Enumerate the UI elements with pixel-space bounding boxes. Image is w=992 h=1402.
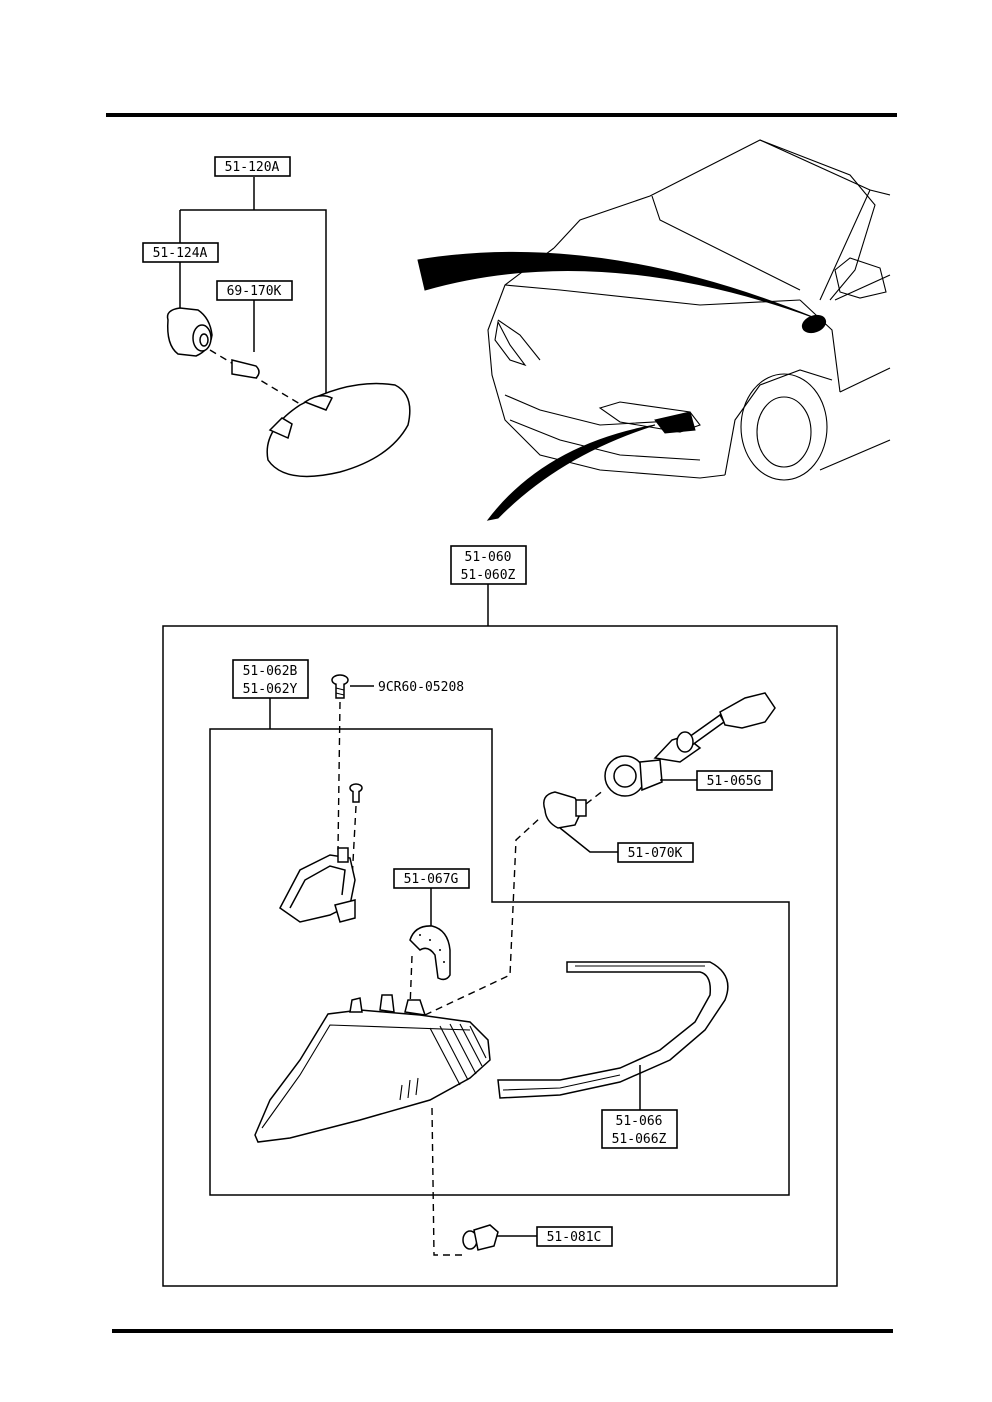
connector-icon [653, 692, 776, 763]
svg-text:51-060Z: 51-060Z [461, 568, 516, 583]
car-front-icon [417, 139, 891, 521]
svg-text:51-062B: 51-062B [243, 664, 298, 679]
side-marker-group: 51-120A 51-124A 69-170K [142, 156, 411, 478]
socket-icon [604, 755, 663, 797]
side-marker-lamp-icon [266, 382, 411, 478]
label-clip: 51-081C [536, 1226, 613, 1247]
front-combination-lamp-icon [254, 994, 491, 1143]
label-packing: 51-067G [393, 868, 470, 889]
svg-text:51-062Y: 51-062Y [243, 682, 298, 697]
assy-frame [162, 625, 838, 1287]
bulb-icon [543, 791, 587, 829]
label-screw: 9CR60-05208 [378, 680, 464, 695]
svg-text:51-120A: 51-120A [225, 160, 280, 175]
label-lamp-assy: 51-060 51-060Z [450, 545, 527, 585]
svg-text:51-065G: 51-065G [707, 774, 762, 789]
svg-text:51-124A: 51-124A [153, 246, 208, 261]
label-side-bulb: 69-170K [216, 280, 293, 301]
svg-text:51-067G: 51-067G [404, 872, 459, 887]
svg-text:51-081C: 51-081C [547, 1230, 602, 1245]
clip-icon [462, 1224, 499, 1251]
svg-text:51-066Z: 51-066Z [612, 1132, 667, 1147]
packing-icon [409, 925, 451, 981]
svg-text:51-060: 51-060 [465, 550, 512, 565]
label-gasket: 51-066 51-066Z [601, 1109, 678, 1149]
label-bulb: 51-070K [617, 842, 694, 863]
svg-text:69-170K: 69-170K [227, 284, 282, 299]
screw-icon [349, 783, 363, 803]
bulb-icon [231, 359, 260, 379]
svg-text:51-066: 51-066 [616, 1114, 663, 1129]
label-lens: 51-062B 51-062Y [232, 659, 309, 699]
socket-icon [166, 307, 213, 357]
screw-icon [331, 674, 349, 699]
gasket-icon [497, 961, 729, 1099]
svg-text:51-070K: 51-070K [628, 846, 683, 861]
bracket-icon [279, 847, 356, 923]
label-side-housing: 51-120A [214, 156, 291, 177]
label-socket: 51-065G [696, 770, 773, 791]
combination-lamp-group: 51-060 51-060Z 51-062B 51-062Y 9CR60-052… [162, 545, 838, 1287]
label-side-socket: 51-124A [142, 242, 219, 263]
lens-frame [209, 728, 790, 1196]
